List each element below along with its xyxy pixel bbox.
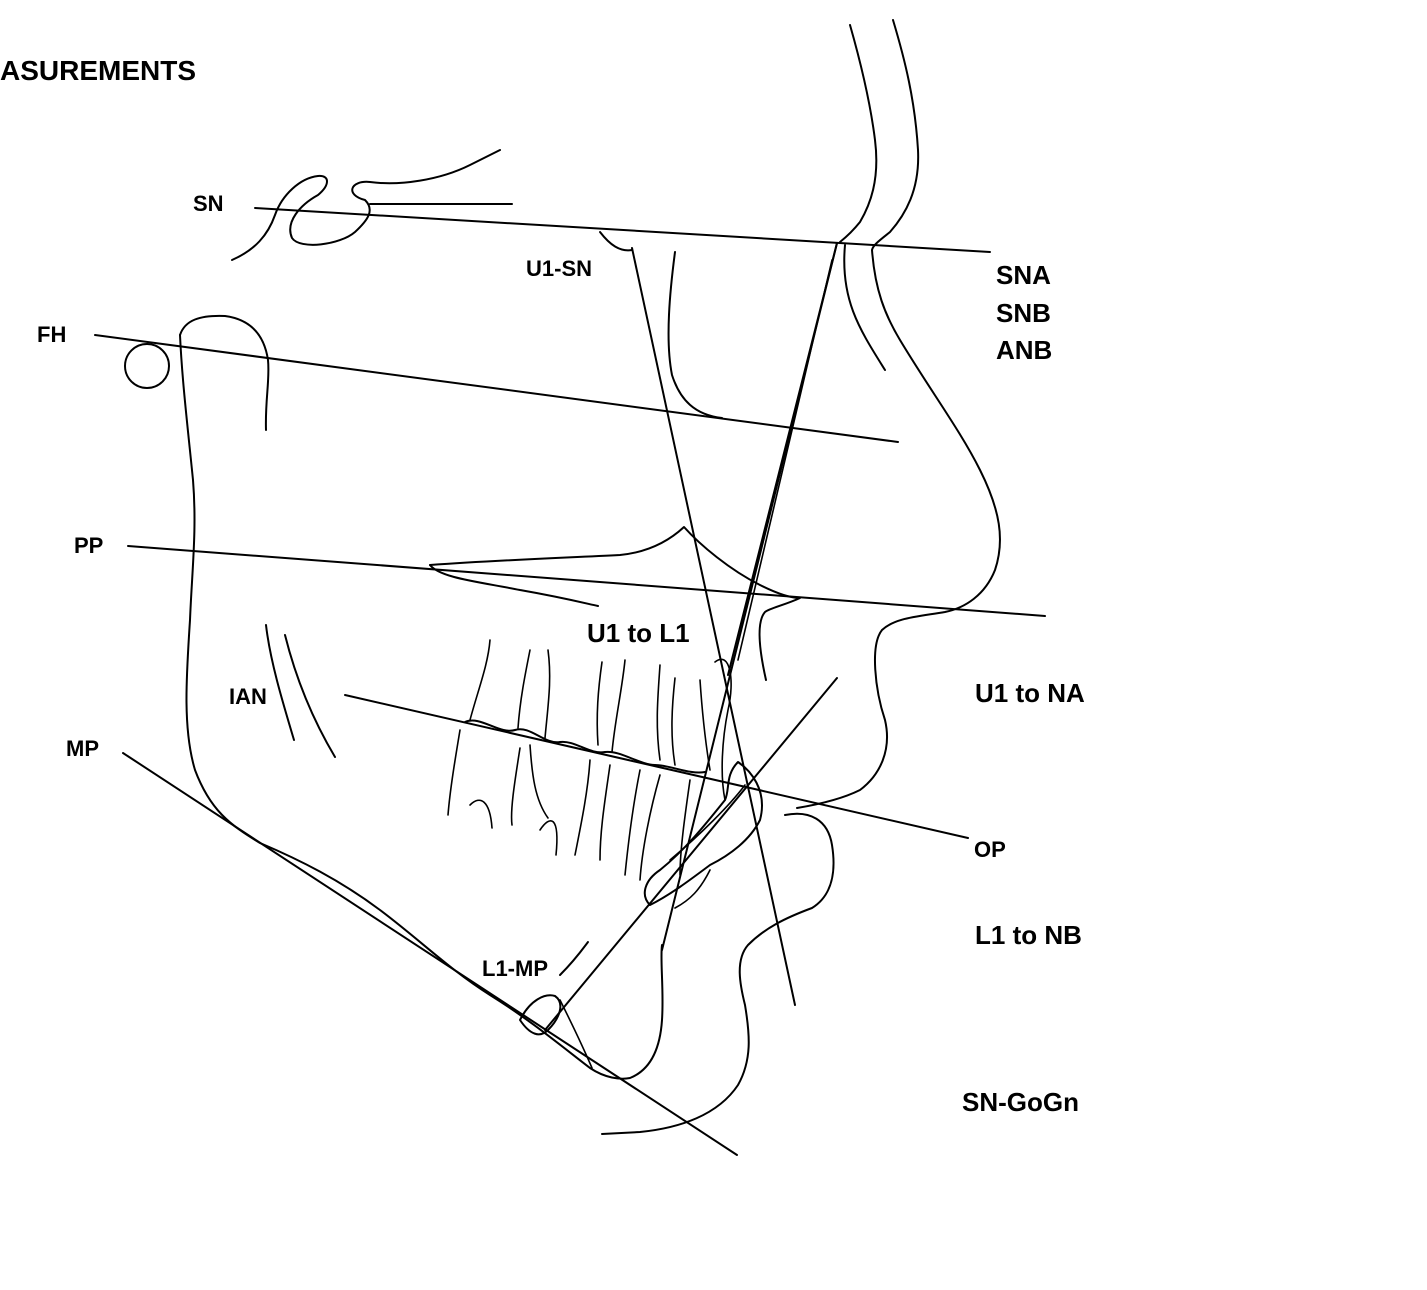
line-labels: SN FH PP IAN MP OP U1-SN L1-MP xyxy=(37,191,1006,981)
fh-line xyxy=(94,334,899,443)
measurement-labels: SNA SNB ANB U1 to L1 U1 to NA L1 to NB S… xyxy=(587,260,1085,1117)
mp-line xyxy=(122,752,738,1156)
op-label: OP xyxy=(974,837,1006,862)
u1-sn-label: U1-SN xyxy=(526,256,592,281)
na-line-inner xyxy=(737,259,833,661)
ian-label: IAN xyxy=(229,684,267,709)
lower-tooth-root xyxy=(539,820,558,856)
sna-label: SNA xyxy=(996,260,1051,290)
pp-line xyxy=(127,545,1046,617)
symphysis-inner xyxy=(519,994,562,1036)
ian-canal-2 xyxy=(284,634,336,758)
u1-to-na-label: U1 to NA xyxy=(975,678,1085,708)
l1-mp-tick xyxy=(559,941,589,976)
mp-label: MP xyxy=(66,736,99,761)
condyle-contour xyxy=(179,314,270,431)
palate-contour xyxy=(429,564,599,607)
fh-label: FH xyxy=(37,322,66,347)
upper-tooth-root xyxy=(544,649,551,739)
u1-sn-line xyxy=(631,247,796,1006)
porion-circle xyxy=(124,343,170,389)
occlusal-crowns xyxy=(464,719,706,774)
pp-label: PP xyxy=(74,533,103,558)
upper-tooth-root xyxy=(469,639,491,721)
l1-to-nb-label: L1 to NB xyxy=(975,920,1082,950)
sn-line xyxy=(254,207,991,253)
dentition xyxy=(447,639,763,909)
upper-tooth-root xyxy=(671,677,676,766)
upper-tooth-root xyxy=(517,649,531,729)
lower-incisor-root xyxy=(674,869,711,909)
sn-gogn-label: SN-GoGn xyxy=(962,1087,1079,1117)
nasal-bone xyxy=(843,244,886,371)
mandible-contour xyxy=(179,334,664,1080)
reference-lines xyxy=(94,207,1046,1156)
maxilla-contour xyxy=(429,526,801,681)
snb-label: SNB xyxy=(996,298,1051,328)
lower-incisor-crown xyxy=(643,761,763,906)
sn-label: SN xyxy=(193,191,224,216)
lower-incisor-line xyxy=(669,784,746,861)
chin-profile xyxy=(601,812,835,1135)
symphysis-line xyxy=(559,999,593,1069)
ian-canal-1 xyxy=(265,624,295,741)
u1-to-l1-label: U1 to L1 xyxy=(587,618,690,648)
l1-mp-line xyxy=(544,677,838,1031)
l1-mp-label: L1-MP xyxy=(482,956,548,981)
op-line xyxy=(344,694,969,839)
upper-tooth-root xyxy=(596,661,603,746)
upper-tooth-root xyxy=(699,679,711,771)
nose-lip-profile xyxy=(796,19,1001,809)
lower-tooth-root xyxy=(639,774,661,881)
lower-tooth-root xyxy=(574,759,591,856)
page-title: ASUREMENTS xyxy=(0,55,196,86)
anb-label: ANB xyxy=(996,335,1052,365)
lower-tooth-root xyxy=(599,764,611,861)
orbit-contour xyxy=(667,251,723,419)
lower-tooth-root xyxy=(529,744,549,819)
lower-tooth-root xyxy=(469,799,493,829)
upper-tooth-root xyxy=(656,664,661,761)
upper-incisor xyxy=(714,658,732,801)
orbit-hook xyxy=(599,231,633,252)
skull-outline xyxy=(124,19,1001,1135)
sella-contour xyxy=(231,149,501,261)
lower-tooth-root xyxy=(679,779,691,876)
forehead-profile xyxy=(839,24,878,243)
lower-tooth-root xyxy=(510,747,521,826)
upper-tooth-root xyxy=(611,659,626,753)
lower-tooth-root xyxy=(624,769,641,876)
lower-tooth-root xyxy=(447,729,461,816)
